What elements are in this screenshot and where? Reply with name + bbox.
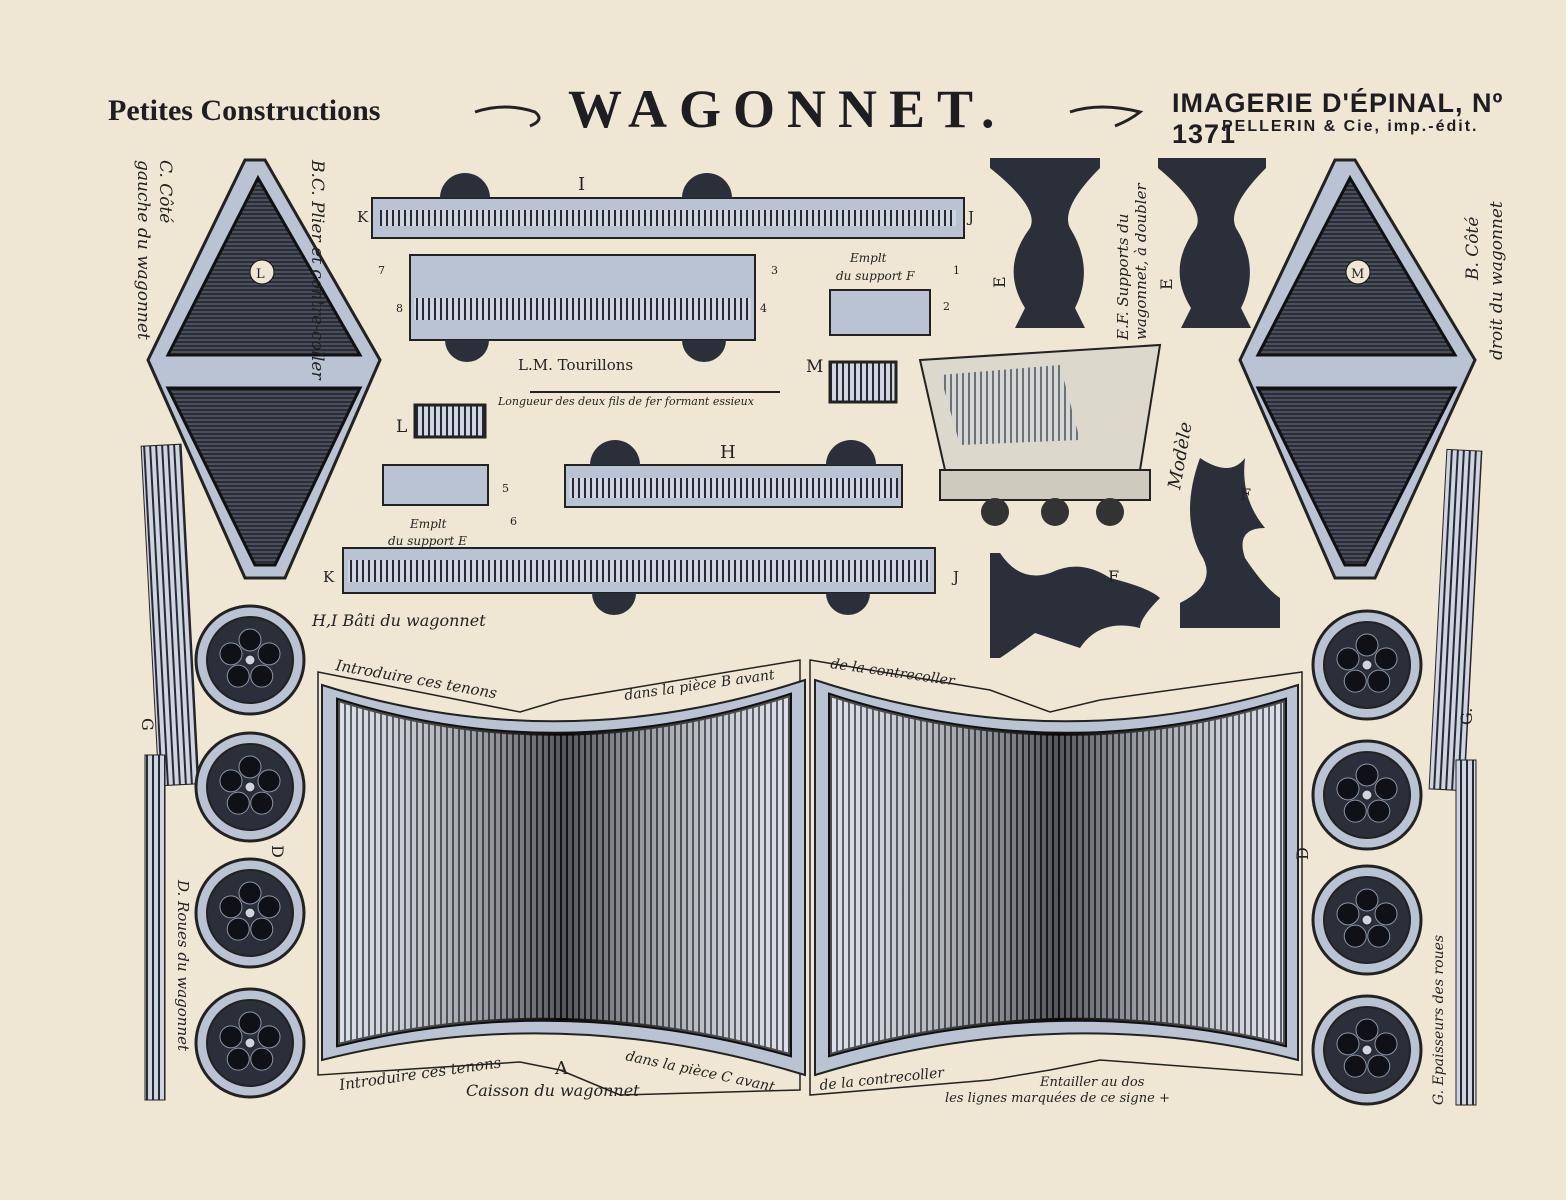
caisson-a	[317, 659, 1303, 1096]
svg-text:L: L	[256, 267, 265, 282]
svg-text:D: D	[268, 845, 287, 858]
svg-text:M: M	[1351, 267, 1364, 282]
svg-text:du support F: du support F	[836, 269, 915, 283]
svg-text:Emplt: Emplt	[849, 251, 887, 265]
svg-text:Caisson du wagonnet: Caisson du wagonnet	[466, 1081, 640, 1100]
wheel-thickness-strip	[1455, 759, 1477, 1106]
svg-text:E: E	[990, 276, 1009, 288]
svg-text:C. Côté: C. Côté	[155, 160, 175, 223]
svg-text:G: G	[138, 718, 157, 731]
svg-text:I: I	[578, 174, 585, 195]
model-illustration	[918, 343, 1162, 526]
svg-text:Longueur des deux fils de fer: Longueur des deux fils de fer formant es…	[497, 395, 755, 408]
svg-text:2: 2	[943, 300, 950, 313]
side-panel-c: L	[146, 158, 382, 580]
svg-text:M: M	[806, 357, 823, 377]
svg-text:7: 7	[378, 264, 385, 277]
wheel-d	[194, 857, 306, 969]
svg-text:les lignes marquées de ce sign: les lignes marquées de ce signe +	[945, 1091, 1170, 1106]
svg-text:6: 6	[510, 515, 517, 528]
wheel-thickness-strip	[140, 443, 200, 787]
svg-text:droit du wagonnet: droit du wagonnet	[1487, 201, 1507, 360]
flourish-right	[1069, 105, 1144, 128]
svg-text:F: F	[1240, 485, 1251, 504]
wheel-d	[1311, 994, 1423, 1106]
wheel-d	[194, 987, 306, 1099]
svg-text:B. Côté: B. Côté	[1463, 217, 1483, 281]
tourillon-m	[828, 360, 898, 404]
publisher: PELLERIN & Cie, imp.-édit.	[1222, 118, 1479, 135]
svg-text:Modèle: Modèle	[1164, 420, 1197, 491]
wheel-thickness-strip	[144, 754, 166, 1101]
frame-piece-h	[342, 440, 936, 615]
svg-text:H: H	[720, 442, 736, 463]
svg-text:Emplt: Emplt	[409, 517, 447, 531]
wheel-d	[194, 604, 306, 716]
svg-text:H,I Bâti du wagonnet: H,I Bâti du wagonnet	[311, 611, 486, 630]
frame-piece-i	[371, 173, 965, 362]
flourish-left	[474, 105, 541, 128]
wheel-d	[194, 731, 306, 843]
svg-text:D. Roues du wagonnet: D. Roues du wagonnet	[174, 879, 192, 1052]
svg-text:1: 1	[953, 264, 960, 277]
svg-text:5: 5	[502, 482, 509, 495]
svg-text:gauche du wagonnet: gauche du wagonnet	[133, 160, 153, 340]
svg-text:wagonnet, à doubler: wagonnet, à doubler	[1132, 183, 1150, 340]
svg-text:8: 8	[396, 302, 403, 315]
svg-text:G.: G.	[1457, 708, 1476, 725]
series-title: Petites Constructions	[108, 94, 381, 127]
svg-text:B.C. Plier et contre-coller: B.C. Plier et contre-coller	[307, 159, 327, 380]
svg-text:J: J	[966, 208, 974, 226]
svg-text:E: E	[1157, 278, 1176, 290]
svg-text:4: 4	[760, 302, 767, 315]
wheel-d	[1311, 864, 1423, 976]
svg-text:K: K	[323, 568, 335, 586]
svg-text:K: K	[357, 208, 369, 226]
wheel-d	[1311, 739, 1423, 851]
wheel-thickness-strip	[1428, 448, 1483, 792]
svg-text:F: F	[1108, 567, 1119, 586]
svg-text:3: 3	[771, 264, 778, 277]
svg-text:E.F. Supports du: E.F. Supports du	[1114, 214, 1132, 341]
tourillon-l	[413, 403, 487, 439]
svg-text:Entailler au dos: Entailler au dos	[1039, 1075, 1145, 1090]
svg-text:D: D	[1293, 847, 1312, 860]
svg-text:A: A	[554, 1058, 569, 1079]
svg-text:J: J	[951, 568, 959, 586]
wheel-d	[1311, 609, 1423, 721]
svg-text:L: L	[396, 417, 407, 437]
side-panel-b: M	[1238, 158, 1477, 580]
imprint-title: IMAGERIE D'ÉPINAL, Nº 1371	[1172, 88, 1504, 149]
support-f	[990, 458, 1280, 658]
svg-text:L.M. Tourillons: L.M. Tourillons	[518, 356, 633, 374]
support-e	[990, 158, 1266, 328]
svg-text:du support E: du support E	[388, 534, 467, 548]
svg-text:G. Epaisseurs des roues: G. Epaisseurs des roues	[1431, 935, 1447, 1105]
page-title: WAGONNET.	[568, 79, 1007, 139]
